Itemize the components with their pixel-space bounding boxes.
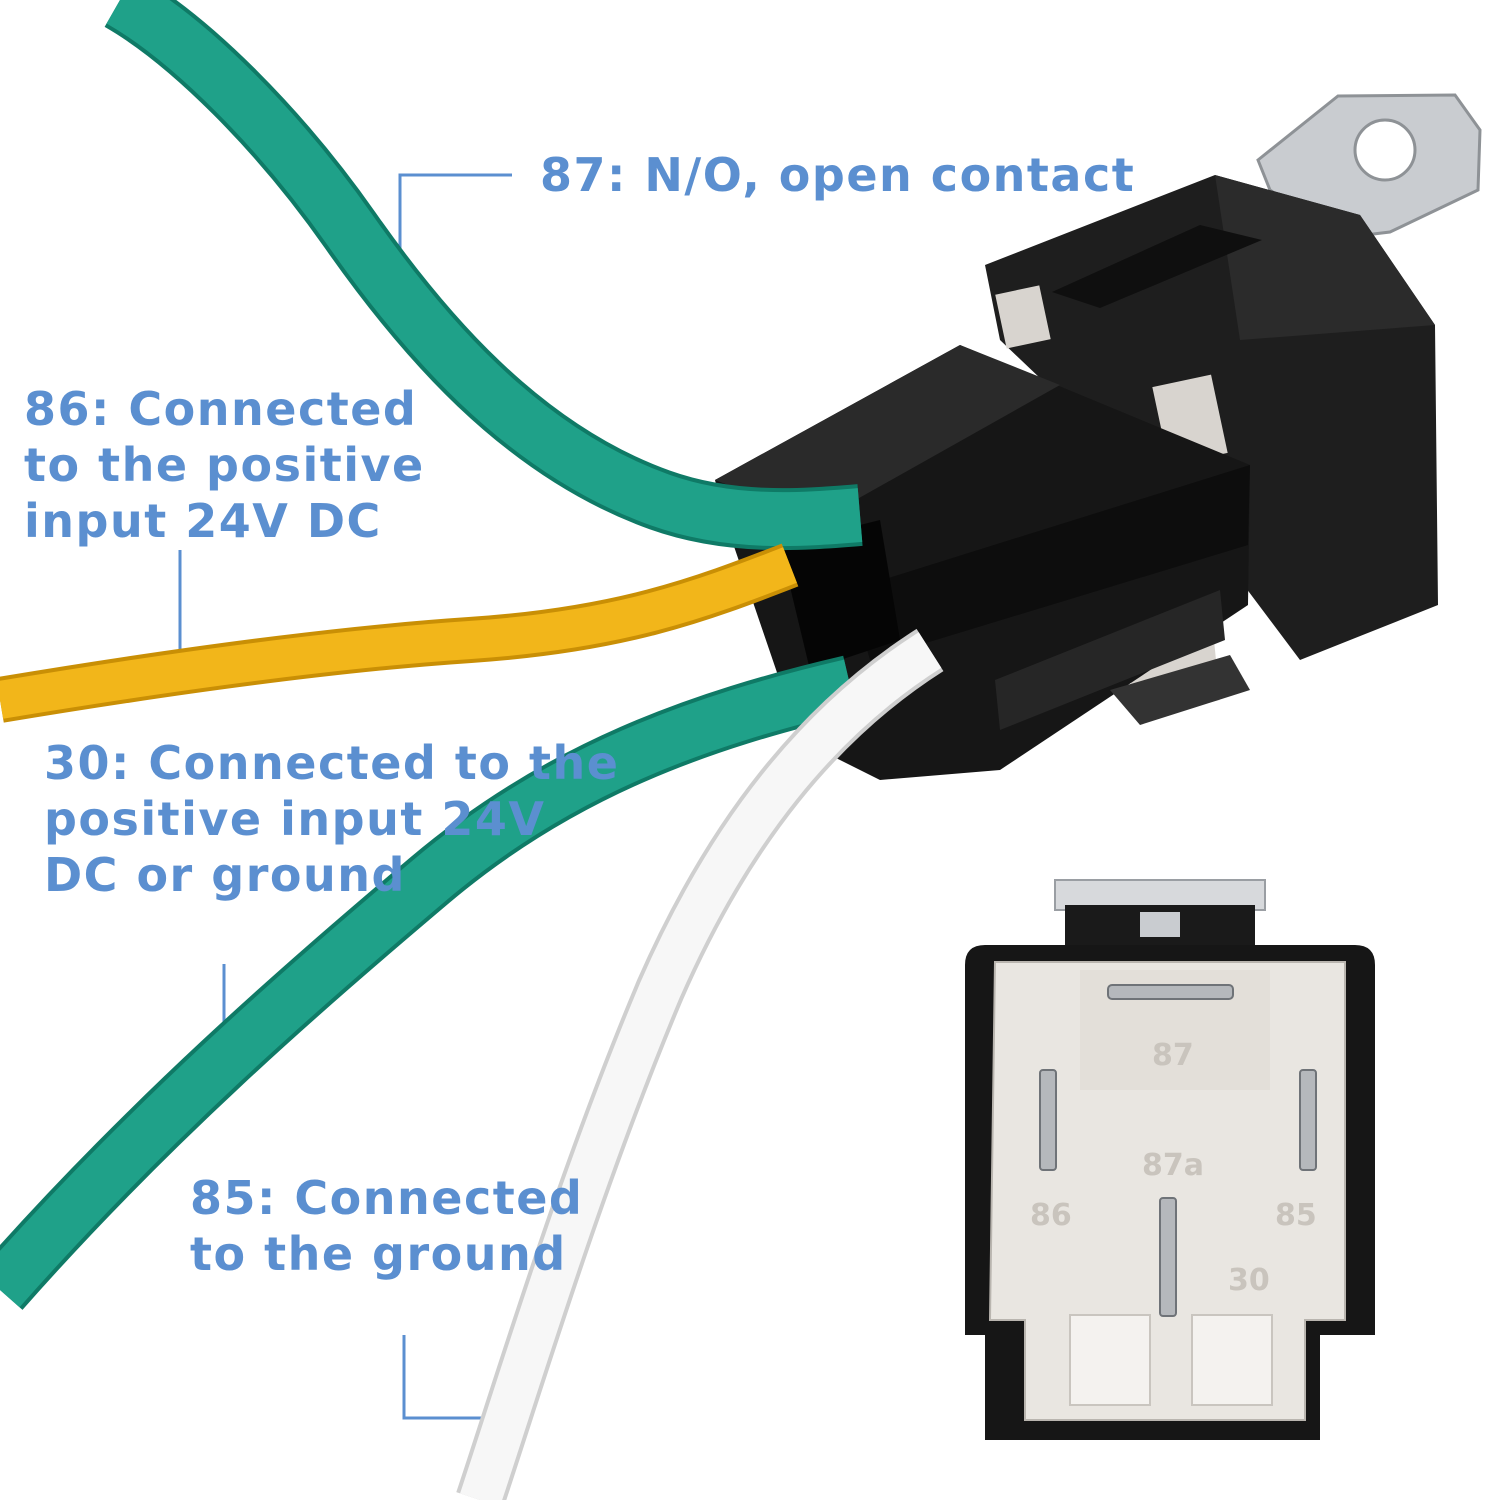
face-label-85: 85	[1275, 1198, 1317, 1233]
callout-86-line-1: 86: Connected	[24, 382, 418, 436]
callout-30-line-2: positive input 24V	[44, 792, 546, 846]
face-label-30: 30	[1228, 1263, 1270, 1298]
callout-30-line-3: DC or ground	[44, 848, 406, 902]
wires	[0, 0, 944, 1500]
relay-pin-face-photo: 87 87a 86 85 30	[965, 879, 1375, 1440]
callout-87: 87: N/O, open contact	[540, 147, 1135, 203]
face-label-86: 86	[1030, 1198, 1072, 1233]
callout-30-line-1: 30: Connected to the	[44, 736, 620, 790]
callout-85-line-2: to the ground	[190, 1227, 567, 1281]
leader-85	[402, 1335, 498, 1420]
callout-86-line-2: to the positive	[24, 438, 425, 492]
face-label-87a: 87a	[1142, 1148, 1204, 1183]
callout-86-line-3: input 24V DC	[24, 494, 382, 548]
callout-87-line-1: 87: N/O, open contact	[540, 148, 1136, 202]
face-label-87: 87	[1152, 1038, 1194, 1073]
callout-85-line-1: 85: Connected	[190, 1171, 584, 1225]
relay-harness-photo	[715, 93, 1482, 780]
